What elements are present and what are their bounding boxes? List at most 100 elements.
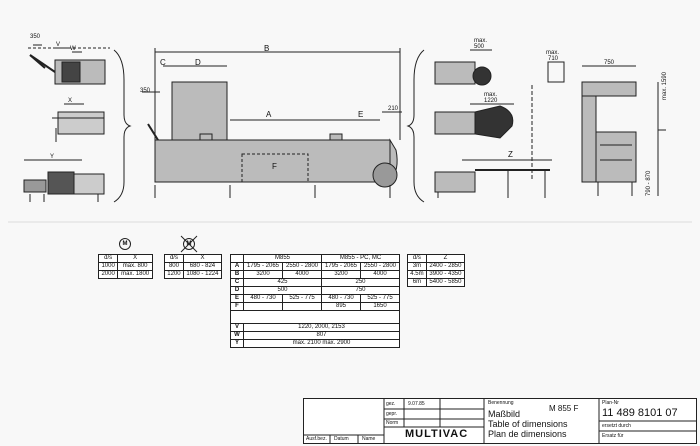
benennung-label: Benennung <box>488 400 514 406</box>
drawing-number: 11 489 8101 07 <box>602 407 678 419</box>
table-cell: 680 - 824 <box>182 262 223 271</box>
table-header: d/s <box>164 254 184 263</box>
left-view-bottom <box>23 159 105 202</box>
table-cell: 5400 - 5850 <box>425 278 466 287</box>
table-header: X <box>182 254 223 263</box>
norm-label: Norm <box>386 420 399 426</box>
col-datum: Datum <box>334 436 349 442</box>
table-cell <box>282 302 322 311</box>
row-label: D <box>230 286 244 295</box>
row-label: C <box>230 278 244 287</box>
table-cell: 480 - 730 <box>243 294 283 303</box>
dim-790-870: 790 - 870 <box>646 170 652 196</box>
row-label: W <box>230 331 244 340</box>
multivac-logo: MULTIVAC <box>405 428 469 440</box>
title-en: Table of dimensions <box>488 419 568 429</box>
main-dimension-table: M855 M855 - PC, MC A 1795 - 2065 2550 - … <box>230 254 400 348</box>
table-cell: max. 2100 max. 2900 <box>243 339 400 348</box>
date-value: 9.07.85 <box>408 401 425 407</box>
table-cell: max. 800 <box>117 262 153 271</box>
title-de: Maßbild <box>488 409 521 419</box>
dim-350-top: 350 <box>30 34 41 40</box>
end-view <box>531 61 666 196</box>
title-block-grid <box>304 399 696 443</box>
dim-y: Y <box>50 154 55 160</box>
dim-d: D <box>195 58 201 67</box>
dim-max710-value: 710 <box>548 56 559 62</box>
table-cell: 3m <box>407 262 427 271</box>
table-cell: 480 - 730 <box>321 294 361 303</box>
dim-e: E <box>358 110 364 119</box>
table-cell: 3900 - 4350 <box>425 270 466 279</box>
dim-v: V <box>56 42 61 48</box>
main-machine-view <box>142 48 402 198</box>
table-cell: 250 <box>321 278 400 287</box>
table-cell: 500 <box>243 286 322 295</box>
table-cell: 525 - 775 <box>360 294 400 303</box>
dim-max1590: max. 1590 <box>662 71 668 100</box>
table-cell: 4.5m <box>407 270 427 279</box>
ersatz-fur-label: ersetzt durch <box>602 423 631 429</box>
dim-a: A <box>266 110 272 119</box>
row-label: V <box>230 323 244 332</box>
col-name: Name <box>362 436 376 442</box>
dim-max500-value: 500 <box>474 44 485 50</box>
table-cell: 525 - 775 <box>282 294 322 303</box>
row-label: E <box>230 294 244 303</box>
table-cell: 425 <box>243 278 322 287</box>
table-cell: max. 1800 <box>117 270 153 279</box>
motor-on-icon: M <box>119 238 131 250</box>
gepr-label: gepr. <box>386 411 398 417</box>
dim-210: 210 <box>388 106 399 112</box>
table-cell: 2550 - 2800 <box>282 262 322 271</box>
dim-max500-label: max. <box>474 38 488 44</box>
table-header: M855 <box>243 254 322 263</box>
right-view-top <box>434 49 492 86</box>
title-block: Ausf.bez. Datum Name gez. gepr. Norm 9.0… <box>303 398 697 444</box>
table-header: M855 - PC, MC <box>321 254 400 263</box>
table-cell: 4000 <box>360 270 400 279</box>
table-cell: 750 <box>321 286 400 295</box>
plan-nr-label: Plan-Nr <box>602 400 619 406</box>
dim-x: X <box>68 98 73 104</box>
table-cell: 1200 <box>164 270 184 279</box>
dim-max710-label: max. <box>546 50 560 56</box>
table-cell: 895 <box>321 302 361 311</box>
table-cell: 807 <box>243 331 400 340</box>
table-cell: 1795 - 2065 <box>243 262 283 271</box>
ersatz-label: Ersatz für <box>602 433 624 439</box>
table-cell: 4000 <box>282 270 322 279</box>
table-header: d/s <box>407 254 427 263</box>
table-header: X <box>117 254 153 263</box>
dim-w: W <box>70 46 76 52</box>
dim-z: Z <box>508 150 513 159</box>
table-header: Z <box>425 254 466 263</box>
table-cell: 1220, 2000, 2153 <box>243 323 400 332</box>
table-cell: 2000 <box>97 270 119 279</box>
table-cell: 1650 <box>360 302 400 311</box>
title-fr: Plan de dimensions <box>488 429 567 439</box>
table-cell: 800 <box>164 262 184 271</box>
row-label: A <box>230 262 244 271</box>
table-cell: 3200 <box>243 270 283 279</box>
table-cell: 1080 - 1224 <box>182 270 223 279</box>
right-view-middle <box>434 103 514 139</box>
dim-b: B <box>264 44 270 53</box>
dim-350-side: 350 <box>140 88 151 94</box>
table-cell: 1795 - 2065 <box>321 262 361 271</box>
table-cell: 3200 <box>321 270 361 279</box>
table-cell: 2400 - 2850 <box>425 262 466 271</box>
row-label: F <box>230 302 244 311</box>
row-label: B <box>230 270 244 279</box>
gez-label: gez. <box>386 401 396 407</box>
left-view-top <box>28 44 110 85</box>
right-view-bottom <box>434 159 552 198</box>
dim-f: F <box>272 162 277 171</box>
dim-max1220-value: 1220 <box>484 98 498 104</box>
dim-c: C <box>160 58 166 67</box>
table-cell: 6m <box>407 278 427 287</box>
table-header: d/s <box>97 254 119 263</box>
